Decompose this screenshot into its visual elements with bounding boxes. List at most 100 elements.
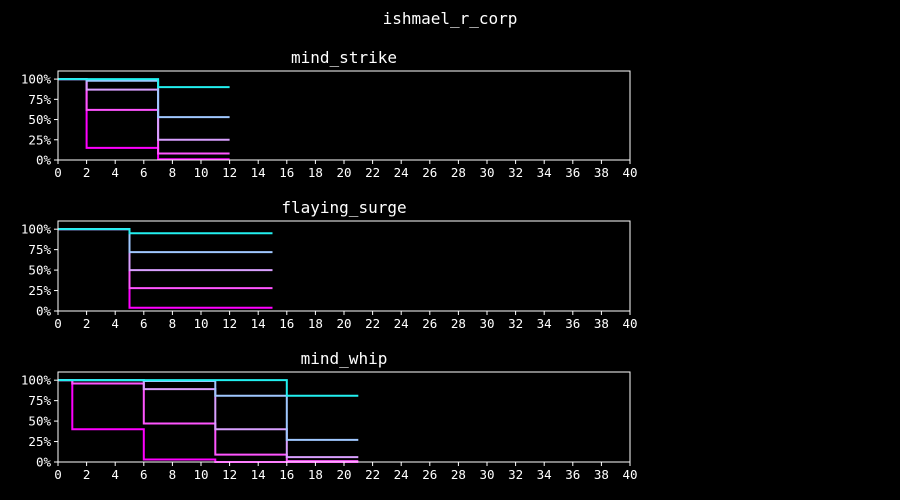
y-tick-label: 25% (28, 283, 51, 298)
x-tick-label: 20 (336, 467, 351, 482)
x-tick-label: 10 (193, 467, 208, 482)
x-tick-label: 14 (251, 165, 266, 180)
x-tick-label: 26 (422, 467, 437, 482)
y-tick-label: 75% (28, 393, 51, 408)
y-tick-label: 75% (28, 242, 51, 257)
x-tick-label: 8 (169, 467, 177, 482)
x-tick-label: 12 (222, 165, 237, 180)
x-tick-label: 32 (508, 316, 523, 331)
x-tick-label: 30 (479, 467, 494, 482)
subplot-title: mind_strike (291, 48, 397, 67)
y-tick-label: 100% (21, 72, 52, 87)
x-tick-label: 30 (479, 165, 494, 180)
x-tick-label: 38 (594, 467, 609, 482)
x-tick-label: 16 (279, 316, 294, 331)
x-tick-label: 38 (594, 316, 609, 331)
series-line-1 (58, 379, 359, 463)
x-tick-label: 18 (308, 165, 323, 180)
x-tick-label: 6 (140, 467, 148, 482)
y-tick-label: 0% (36, 304, 52, 319)
series-line-1 (58, 78, 230, 161)
y-tick-label: 0% (36, 455, 52, 470)
x-tick-label: 4 (111, 467, 119, 482)
y-tick-label: 0% (36, 153, 52, 168)
x-tick-label: 34 (537, 467, 552, 482)
x-tick-label: 40 (622, 316, 637, 331)
x-tick-label: 14 (251, 467, 266, 482)
series-line-3 (58, 379, 359, 459)
series-line-5 (58, 379, 359, 397)
x-tick-label: 28 (451, 316, 466, 331)
y-tick-label: 75% (28, 92, 51, 107)
subplot-title: mind_whip (301, 349, 388, 368)
x-tick-label: 22 (365, 467, 380, 482)
x-tick-label: 20 (336, 316, 351, 331)
series-line-5 (58, 228, 273, 235)
x-tick-label: 40 (622, 467, 637, 482)
x-tick-label: 16 (279, 165, 294, 180)
plot-frame (57, 70, 631, 161)
x-tick-label: 26 (422, 316, 437, 331)
x-tick-label: 28 (451, 165, 466, 180)
x-tick-label: 40 (622, 165, 637, 180)
series-line-3 (58, 228, 273, 272)
series-line-2 (58, 228, 273, 290)
x-tick-label: 6 (140, 316, 148, 331)
plot-frame (57, 220, 631, 312)
x-tick-label: 2 (83, 316, 91, 331)
x-tick-label: 18 (308, 467, 323, 482)
x-tick-label: 4 (111, 316, 119, 331)
x-tick-label: 24 (394, 165, 409, 180)
y-tick-label: 100% (21, 222, 52, 237)
x-tick-label: 12 (222, 467, 237, 482)
x-tick-label: 30 (479, 316, 494, 331)
y-tick-label: 25% (28, 132, 51, 147)
x-tick-label: 36 (565, 165, 580, 180)
x-tick-label: 0 (54, 467, 62, 482)
figure-title: ishmael_r_corp (383, 9, 518, 28)
series-line-5 (58, 78, 230, 89)
series-line-4 (58, 78, 230, 119)
x-tick-label: 28 (451, 467, 466, 482)
x-tick-label: 4 (111, 165, 119, 180)
x-tick-label: 32 (508, 165, 523, 180)
x-tick-label: 12 (222, 316, 237, 331)
x-tick-label: 26 (422, 165, 437, 180)
x-tick-label: 38 (594, 165, 609, 180)
series-line-1 (58, 228, 273, 309)
x-tick-label: 22 (365, 316, 380, 331)
x-tick-label: 22 (365, 165, 380, 180)
x-tick-label: 0 (54, 316, 62, 331)
x-tick-label: 18 (308, 316, 323, 331)
x-tick-label: 24 (394, 316, 409, 331)
x-tick-label: 24 (394, 467, 409, 482)
x-tick-label: 8 (169, 316, 177, 331)
x-tick-label: 10 (193, 316, 208, 331)
x-tick-label: 36 (565, 316, 580, 331)
y-tick-label: 50% (28, 263, 51, 278)
y-tick-label: 25% (28, 434, 51, 449)
x-tick-label: 0 (54, 165, 62, 180)
x-tick-label: 16 (279, 467, 294, 482)
x-tick-label: 36 (565, 467, 580, 482)
x-tick-label: 6 (140, 165, 148, 180)
x-tick-label: 20 (336, 165, 351, 180)
x-tick-label: 34 (537, 316, 552, 331)
y-tick-label: 50% (28, 112, 51, 127)
x-tick-label: 2 (83, 165, 91, 180)
subplot-title: flaying_surge (281, 198, 406, 217)
x-tick-label: 2 (83, 467, 91, 482)
y-tick-label: 50% (28, 414, 51, 429)
x-tick-label: 14 (251, 316, 266, 331)
x-tick-label: 8 (169, 165, 177, 180)
series-line-2 (58, 379, 359, 463)
x-tick-label: 34 (537, 165, 552, 180)
x-tick-label: 10 (193, 165, 208, 180)
x-tick-label: 32 (508, 467, 523, 482)
y-tick-label: 100% (21, 373, 52, 388)
